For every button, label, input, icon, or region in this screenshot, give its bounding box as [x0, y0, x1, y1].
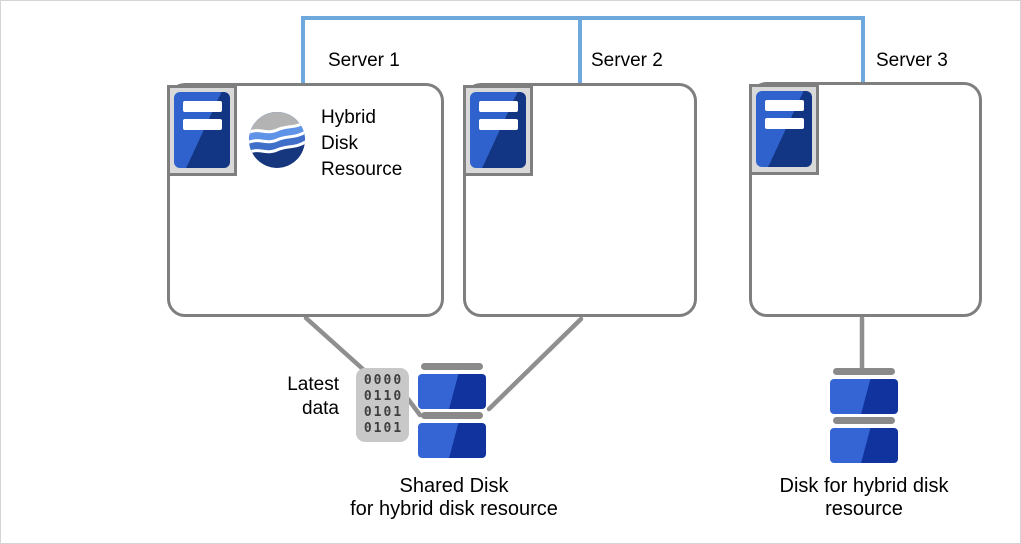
latest-data-line2: data: [302, 398, 339, 419]
server-front-panel: [470, 92, 526, 168]
shared-disk-caption-line2: for hybrid disk resource: [350, 498, 558, 520]
server1-to-shared-disk-line: [303, 315, 368, 374]
server-front-panel: [174, 92, 230, 168]
server-slot: [765, 118, 804, 129]
hybrid-label-line3: Resource: [321, 159, 403, 180]
hybrid-disk-caption-line2: resource: [825, 498, 903, 520]
server1-icon: [167, 85, 237, 176]
hybrid-label-line2: Disk: [321, 133, 358, 154]
hybrid-disk-resource-label: Hybrid Disk Resource: [321, 105, 402, 183]
binary-row: 0101: [363, 421, 404, 436]
latest-data-label: Latest data: [257, 373, 339, 421]
server3-label: Server 3: [876, 50, 948, 71]
binary-row: 0000: [363, 373, 404, 388]
latest-data-line1: Latest: [287, 374, 339, 395]
server-slot: [479, 101, 518, 112]
hybrid-disk-caption: Disk for hybrid disk resource: [734, 475, 994, 521]
server-slot: [765, 100, 804, 111]
hybrid-disk-icon: [830, 368, 898, 466]
server2-box: [463, 83, 697, 317]
hybrid-label-line1: Hybrid: [321, 107, 376, 128]
server-front-panel: [756, 91, 812, 167]
server-slot: [183, 119, 222, 130]
server2-icon: [463, 85, 533, 176]
binary-row: 0110: [363, 389, 404, 404]
binary-row: 0101: [363, 405, 404, 420]
disk-bar: [833, 417, 895, 424]
server3-icon: [749, 84, 819, 175]
shared-disk-icon: [418, 363, 486, 461]
disk-platter: [830, 379, 898, 414]
disk-bar: [421, 412, 483, 419]
disk-platter: [418, 423, 486, 458]
hybrid-disk-resource-icon: [249, 112, 305, 168]
hybrid-disk-caption-line1: Disk for hybrid disk: [779, 475, 949, 497]
disk-bar: [833, 368, 895, 375]
shared-disk-caption-line1: Shared Disk: [399, 475, 509, 497]
binary-data-icon: 0000 0110 0101 0101: [356, 368, 409, 442]
disk-bar: [421, 363, 483, 370]
shared-disk-caption: Shared Disk for hybrid disk resource: [304, 475, 604, 521]
server2-to-shared-disk-line: [486, 316, 584, 412]
server2-label: Server 2: [591, 50, 663, 71]
server-slot: [183, 101, 222, 112]
server-slot: [479, 119, 518, 130]
disk-platter: [830, 428, 898, 463]
network-interconnect-line: [301, 16, 865, 83]
server1-label: Server 1: [328, 50, 400, 71]
binary-to-disk-line: [405, 396, 423, 418]
disk-platter: [418, 374, 486, 409]
